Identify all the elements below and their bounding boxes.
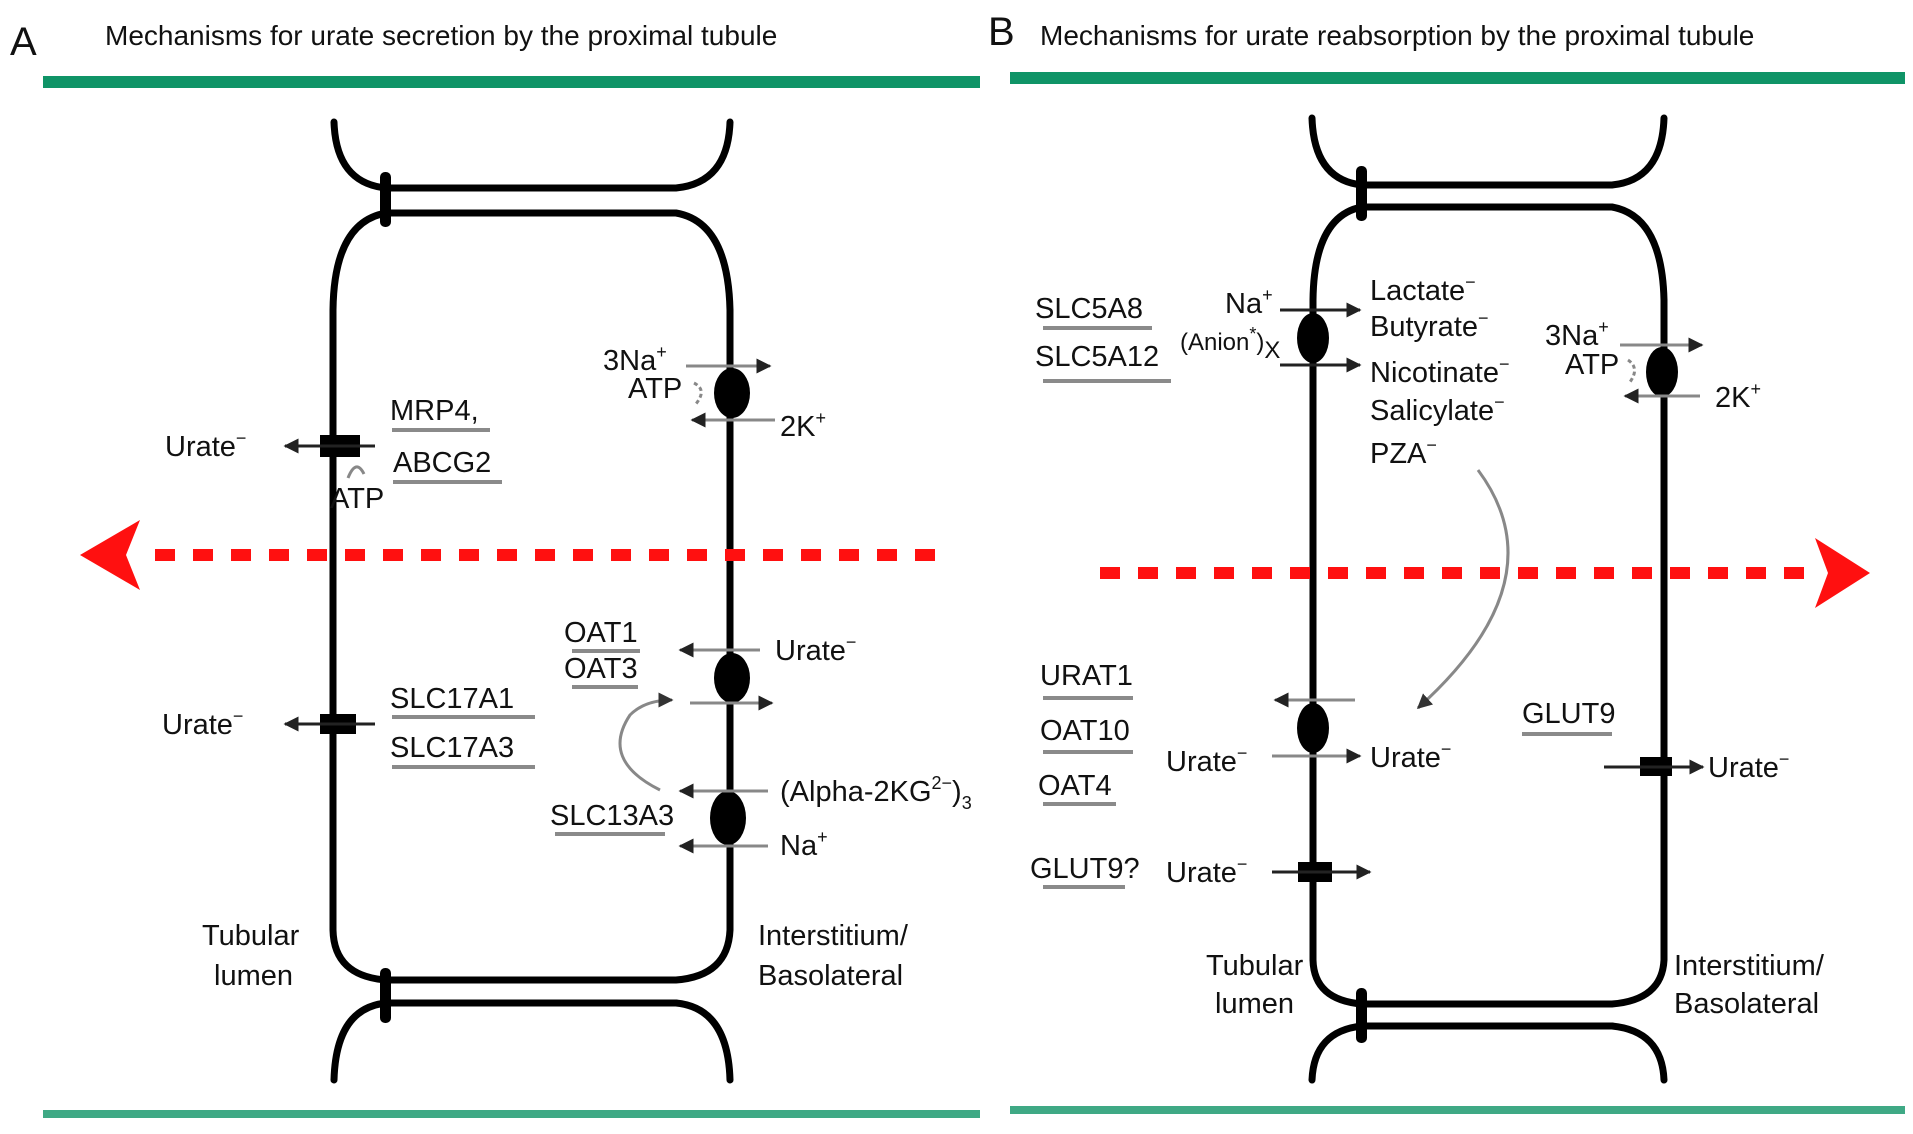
- a-3na-label: 3Na+: [603, 342, 667, 377]
- slc5a-anion-label: (Anion*)X: [1180, 324, 1280, 364]
- slc17a1-name: SLC17A1: [390, 683, 514, 715]
- panel-a-letter: A: [10, 20, 37, 64]
- glut9-basolateral-transporter: GLUT9 Urate−: [1522, 698, 1789, 784]
- panel-a-title: Mechanisms for urate secretion by the pr…: [105, 20, 777, 51]
- mrp4-abcg2-transporter: Urate− ATP MRP4, ABCG2: [165, 395, 502, 515]
- b-lumen-label-1: Tubular: [1206, 950, 1304, 982]
- substrate-nicotinate: Nicotinate−: [1370, 354, 1509, 389]
- substrate-pza: PZA−: [1370, 435, 1437, 470]
- slc5a8-name: SLC5A8: [1035, 293, 1143, 325]
- slc13a3-transporter: (Alpha-2KG2−)3 Na+ SLC13A3: [550, 773, 972, 862]
- reabsorption-flow-arrow: [1100, 538, 1870, 608]
- panel-b-cell-membrane: [1308, 114, 1668, 1084]
- glut9-apical-urate-label: Urate−: [1166, 854, 1247, 889]
- b-basolateral-label-2: Basolateral: [1674, 988, 1819, 1020]
- mrp4-urate-label: Urate−: [165, 428, 246, 463]
- glut9-basolateral-urate-label: Urate−: [1708, 749, 1789, 784]
- urat1-name: URAT1: [1040, 660, 1133, 692]
- panel-a-bottom-divider: [43, 1110, 980, 1118]
- a-lumen-label-2: lumen: [214, 960, 293, 992]
- urat1-urate-out-label: Urate−: [1370, 739, 1451, 774]
- a-2k-label: 2K+: [780, 408, 826, 443]
- b-lumen-label-2: lumen: [1215, 988, 1294, 1020]
- oat4-name: OAT4: [1038, 770, 1112, 802]
- panel-b-bottom-divider: [1010, 1106, 1905, 1114]
- oat3-name: OAT3: [564, 653, 638, 685]
- slc5a12-name: SLC5A12: [1035, 341, 1159, 373]
- slc17a3-name: SLC17A3: [390, 732, 514, 764]
- glut9-apical-name: GLUT9?: [1030, 853, 1140, 885]
- slc5a-substrate-list: Lactate− Butyrate− Nicotinate− Salicylat…: [1370, 272, 1509, 470]
- panel-b-letter: B: [988, 10, 1015, 54]
- slc13a3-name: SLC13A3: [550, 800, 674, 832]
- a-atp-label: ATP: [628, 373, 682, 405]
- b-2k-label: 2K+: [1715, 379, 1761, 414]
- panel-a-na-k-atpase: 3Na+ ATP 2K+: [603, 342, 826, 443]
- urat1-transporter: Urate− Urate− URAT1 OAT10 OAT4: [1038, 660, 1451, 806]
- a-lumen-label-1: Tubular: [202, 920, 300, 952]
- alpha-2kg-label: (Alpha-2KG2−)3: [780, 773, 972, 813]
- mrp4-name: MRP4,: [390, 395, 479, 427]
- substrate-butyrate: Butyrate−: [1370, 308, 1489, 343]
- panel-b-na-k-atpase: 3Na+ ATP 2K+: [1545, 317, 1761, 414]
- urat1-urate-in-label: Urate−: [1166, 743, 1247, 778]
- substrate-salicylate: Salicylate−: [1370, 392, 1505, 427]
- a-basolateral-label-2: Basolateral: [758, 960, 903, 992]
- oat1-oat3-transporter: Urate− OAT1 OAT3: [564, 617, 856, 792]
- b-atp-label: ATP: [1565, 349, 1619, 381]
- slc5a-na-label: Na+: [1225, 285, 1273, 320]
- mrp4-atp-label: ATP: [330, 483, 384, 515]
- panel-a-top-divider: [43, 76, 980, 88]
- secretion-flow-arrow: [80, 520, 940, 590]
- b-3na-label: 3Na+: [1545, 317, 1609, 352]
- slc13a3-na-label: Na+: [780, 827, 828, 862]
- substrate-lactate: Lactate−: [1370, 272, 1476, 307]
- slc17-urate-label: Urate−: [162, 706, 243, 741]
- oat-urate-label: Urate−: [775, 632, 856, 667]
- oat10-name: OAT10: [1040, 715, 1130, 747]
- panel-a-cell-membrane: [329, 118, 734, 1084]
- a-basolateral-label-1: Interstitium/: [758, 920, 909, 952]
- glut9-apical-transporter: GLUT9? Urate−: [1030, 853, 1372, 889]
- panel-a: A Mechanisms for urate secretion by the …: [10, 20, 980, 1118]
- slc5a-transporter: Na+ (Anion*)X SLC5A8 SLC5A12 Lactate− Bu…: [1035, 272, 1509, 710]
- panel-b-title: Mechanisms for urate reabsorption by the…: [1040, 20, 1754, 51]
- b-basolateral-label-1: Interstitium/: [1674, 950, 1825, 982]
- glut9-basolateral-name: GLUT9: [1522, 698, 1615, 730]
- abcg2-name: ABCG2: [393, 447, 491, 479]
- slc17-transporter: Urate− SLC17A1 SLC17A3: [162, 683, 535, 769]
- panel-b: B Mechanisms for urate reabsorption by t…: [988, 10, 1905, 1114]
- oat1-name: OAT1: [564, 617, 638, 649]
- panel-b-top-divider: [1010, 72, 1905, 84]
